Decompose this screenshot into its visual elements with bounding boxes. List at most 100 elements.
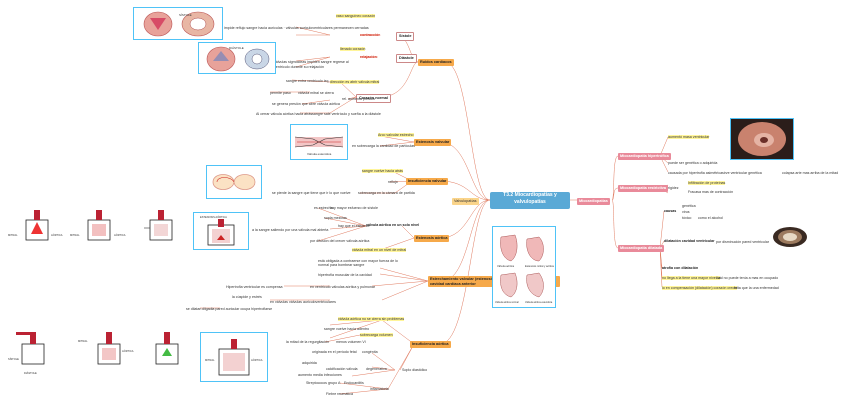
ia-item-8: adquirida [302,361,317,365]
mpd-item-7: atrofia con dilatación [662,266,699,270]
central-topic[interactable]: T3.2 Miocardiopatías y valvulopatías [490,192,570,209]
ia-item-15: Fiebre reumática [326,392,353,396]
relajacion-label: relajación [360,55,377,59]
mpd-item-4: como el alcohol [698,216,723,220]
estenosis-aortica-animation: MITRAL AÓRTICA MITRAL AÓRTICA [4,206,190,252]
normal-item-2: permite paso [270,91,291,95]
illustration-caption-right: Estenosis mitral y aórtica [525,264,554,268]
estenosis-aortica-node[interactable]: Estenosis aórtica [414,235,450,242]
ia-item-13: Endocarditis [344,381,364,385]
ia-item-10: degenerativa [366,367,387,371]
ia-anim-label-sistole: SÍSTOLE [8,357,19,361]
estenosis-item-0: Arco valvular estrecho [378,133,414,137]
insuficiencia-item-3: sobrecarga en la cámara de partida [358,191,415,195]
ia-item-6: congénita [362,350,378,354]
ia-item-3: la mitad de la regurgitación [286,340,330,344]
insuficiencia-item-0: sangre vuelve hacia atrás [362,169,403,173]
valvulopatias-hub[interactable]: Valvulopatías [452,198,479,205]
insuficiencia-valvular-node[interactable]: Insuficiencia valvular [406,178,449,185]
mpr-item-0: rigidez [668,186,679,190]
ruidos-cardiacos-node[interactable]: Ruidos cardíacos [418,59,454,66]
ia-item-14: Streptococos grupo A [306,381,341,385]
normal-item-6: Al cerrar válvula aórtica hacia atrás [256,112,313,116]
ia-anim-label-3: AÓRTICA [251,357,263,362]
mpr-item-3: Fracasa mas de contracción [688,190,734,194]
insuficiencia-item-2: se pierde la sangre que tiene que ir lo … [272,191,351,195]
ia-item-4: menos volumen Vl [336,340,366,344]
sistole-note: vaso sanguíneo corazón [336,14,376,18]
mp-hipertrofica-node[interactable]: Miocardiopatía hipertrófica [618,153,671,160]
mph-item-2: causada por hipertrofia asimétrica [668,171,723,175]
illustration-caption-br: Válvula aórtica estenótica [525,301,553,304]
illustration-caption-left: Válvula aórtica [497,264,515,268]
mpd-item-1: genética [682,204,696,208]
estrech-item-0: está obligada a contraerse con mayor fue… [318,259,398,267]
ea-diagram-label: ESTENOSIS AÓRTICA [200,214,227,219]
insuficiencia-aortica-node[interactable]: Insuficiencia aórtica [410,341,451,348]
sistole-heart-image: SÍSTOLE [133,7,223,40]
insuficiencia-item-1: reflujo [388,180,398,184]
diastole-note: llenado corazón [340,47,366,51]
estrech-item-1: hipertrofia muscular de la cavidad [318,273,372,277]
mp-restrictiva-node[interactable]: Miocardiopatía restrictiva [618,185,669,192]
estrech-item-7: dilgadia pared auricular ocupa hipertrof… [202,307,273,311]
estrech-item-5: en válvulas válvulas auriculoventricular… [270,300,336,304]
estenosis-item-1: en sobrecarga la cantidad de partículas [352,144,415,148]
mpd-item-9: cuál no puede tenía a mas en ocupado [716,276,779,280]
ia-item-9: calcificación válvula [326,367,358,371]
ea-anim-label-0: MITRAL [8,233,18,237]
ia-item-0: válvula aórtica no se cierra sin problem… [338,317,405,321]
sistole-desc: impide reflujo sangre hacia aurículas · … [224,26,369,30]
mpd-item-0: causas [664,209,677,213]
estrech-item-2: Hipertrofia ventricular es compensa [226,285,283,289]
normal-item-0: sangre entra ventrículo izq. [286,79,330,83]
ea-item-3: hay que el esfuerzo [338,224,370,228]
mph-item-1: puede ser genética o adquirida [668,161,718,165]
ea-item-5: por difusión del crecer válvula aórtica [310,239,370,243]
ia-item-12: aumento media infecciones [298,373,342,377]
ea-anim-label-3: AÓRTICA [114,232,126,237]
mpd-item-3: tóxico [682,216,692,220]
estenosis-diagram: Válvula estenótica [290,124,348,160]
normal-item-5: rel. aumenta presión [342,97,375,101]
mp-dilatada-node[interactable]: Miocardiopatía dilatada [618,245,665,252]
mpd-item-6: por disminución pared ventricular [716,240,769,244]
ea-sub: válvula aórtica en un solo nivel [366,223,420,227]
diastole-node[interactable]: Diástole [396,54,417,63]
miocardiopatias-hub[interactable]: Miocardiopatías [577,198,610,205]
ea-item-2: sopla mezclas [324,216,347,220]
diastole-desc-2: ventrículo durante su relajación [274,65,324,69]
mpd-item-10: lo en compensación (dilatación) corazón … [662,286,738,290]
normal-item-4: se genera presión que abre válvula aórti… [272,102,340,106]
sistole-node[interactable]: Sístole [396,32,415,41]
mpd-item-11: falta que la una enfermedad [734,286,779,290]
corazon-normal-node[interactable]: Corazón normal [356,94,391,103]
contraccion-label: contracción [360,33,381,37]
estenosis-diagram-label: Válvula estenótica [307,152,332,156]
insuficiencia-diagram [206,165,262,199]
valve-illustration: Válvula aórtica Estenosis mitral y aórti… [492,226,556,308]
ea-anim-label-2: MITRAL [70,233,80,237]
ea-item-1: hay mayor esfuerzo de sístole [330,206,378,210]
ea-item-7: válvula mitral en un nivel de mitral [352,248,407,252]
normal-item-3: válvula mitral se cierra [298,91,334,95]
estenosis-valvular-node[interactable]: Estenosis valvular [414,139,452,146]
estrech-item-4: la cúspide y estrés [232,295,262,299]
ia-item-2: sobrecarga volumen [360,333,393,337]
insuficiencia-aortica-diagram: MITRAL AÓRTICA [200,332,268,382]
mpd-item-8: no llega a la tiene una mayor nivel la [662,276,721,280]
ia-item-1: sangre vuelve hacia adentro [324,327,370,331]
ia-anim-label-2: MITRAL [205,358,215,362]
insuficiencia-aortica-animation: SÍSTOLE DIÁSTOLE MITRAL AÓRTICA [4,322,266,384]
ea-anim-label-1: AÓRTICA [51,232,63,237]
ia-anim-label-0: MITRAL [78,339,88,343]
heart-section-photo [730,118,794,160]
ia-item-7: Soplo diastólico [402,368,428,372]
mph-item-0: aumentó masa ventricular [668,135,710,139]
ea-item-0: es estrecha [314,206,333,210]
mph-item-4: colapsa arte mas arriba de la mitad [782,171,839,175]
ea-item-4: a la sangre saliendo por una válvula mal… [252,228,329,232]
estenosis-aortica-diagram: ESTENOSIS AÓRTICA [193,212,249,250]
diastole-heart-image: DIÁSTOLE [198,42,276,74]
normal-item-7: sangre sale ventrículo y sueña a la diás… [312,112,381,116]
